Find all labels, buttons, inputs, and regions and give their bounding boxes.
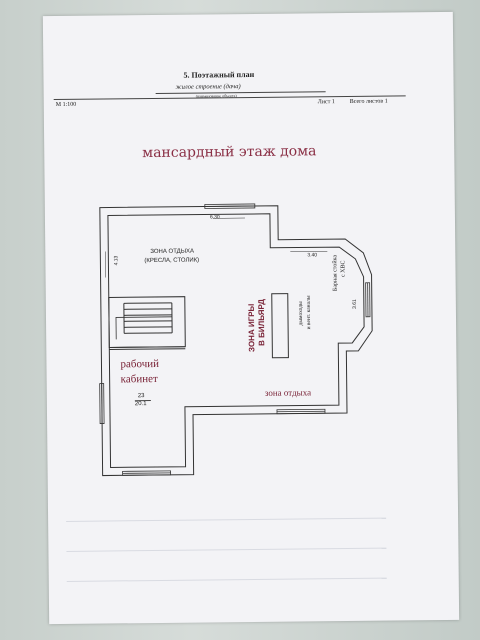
bar-counter-label-1: Барная стойка [332, 254, 339, 292]
bar-counter-label-2: с ХВС [340, 260, 347, 278]
zone-rest-sublabel: (КРЕСЛА, СТОЛИК) [144, 257, 200, 265]
dimension-right: 3.61 [351, 299, 358, 309]
dimension-left: 4.13 [113, 255, 120, 266]
document-page: 5. Поэтажный план жилое строение (дача) … [42, 11, 460, 625]
billiard-zone-label-2: В БИЛЬЯРД [256, 299, 267, 346]
zone-rest-label: ЗОНА ОТДЫХА [150, 248, 195, 256]
study-label-1: рабочий [120, 357, 160, 371]
dimension-bay: 3.40 [307, 252, 318, 259]
chimney-label-2: и вент. каналы [305, 295, 313, 330]
billiard-zone-label-1: ЗОНА ИГРЫ [246, 303, 257, 353]
study-area: 20.1 [134, 401, 147, 408]
floor-plan-drawing [99, 203, 373, 477]
rest-zone-bottom-label: зона отдыха [264, 387, 312, 398]
dimension-top: 6.30 [209, 214, 220, 221]
chimney-label-1: дымоходы [297, 301, 305, 326]
study-label-2: кабинет [120, 372, 158, 386]
study-number: 23 [137, 393, 145, 400]
